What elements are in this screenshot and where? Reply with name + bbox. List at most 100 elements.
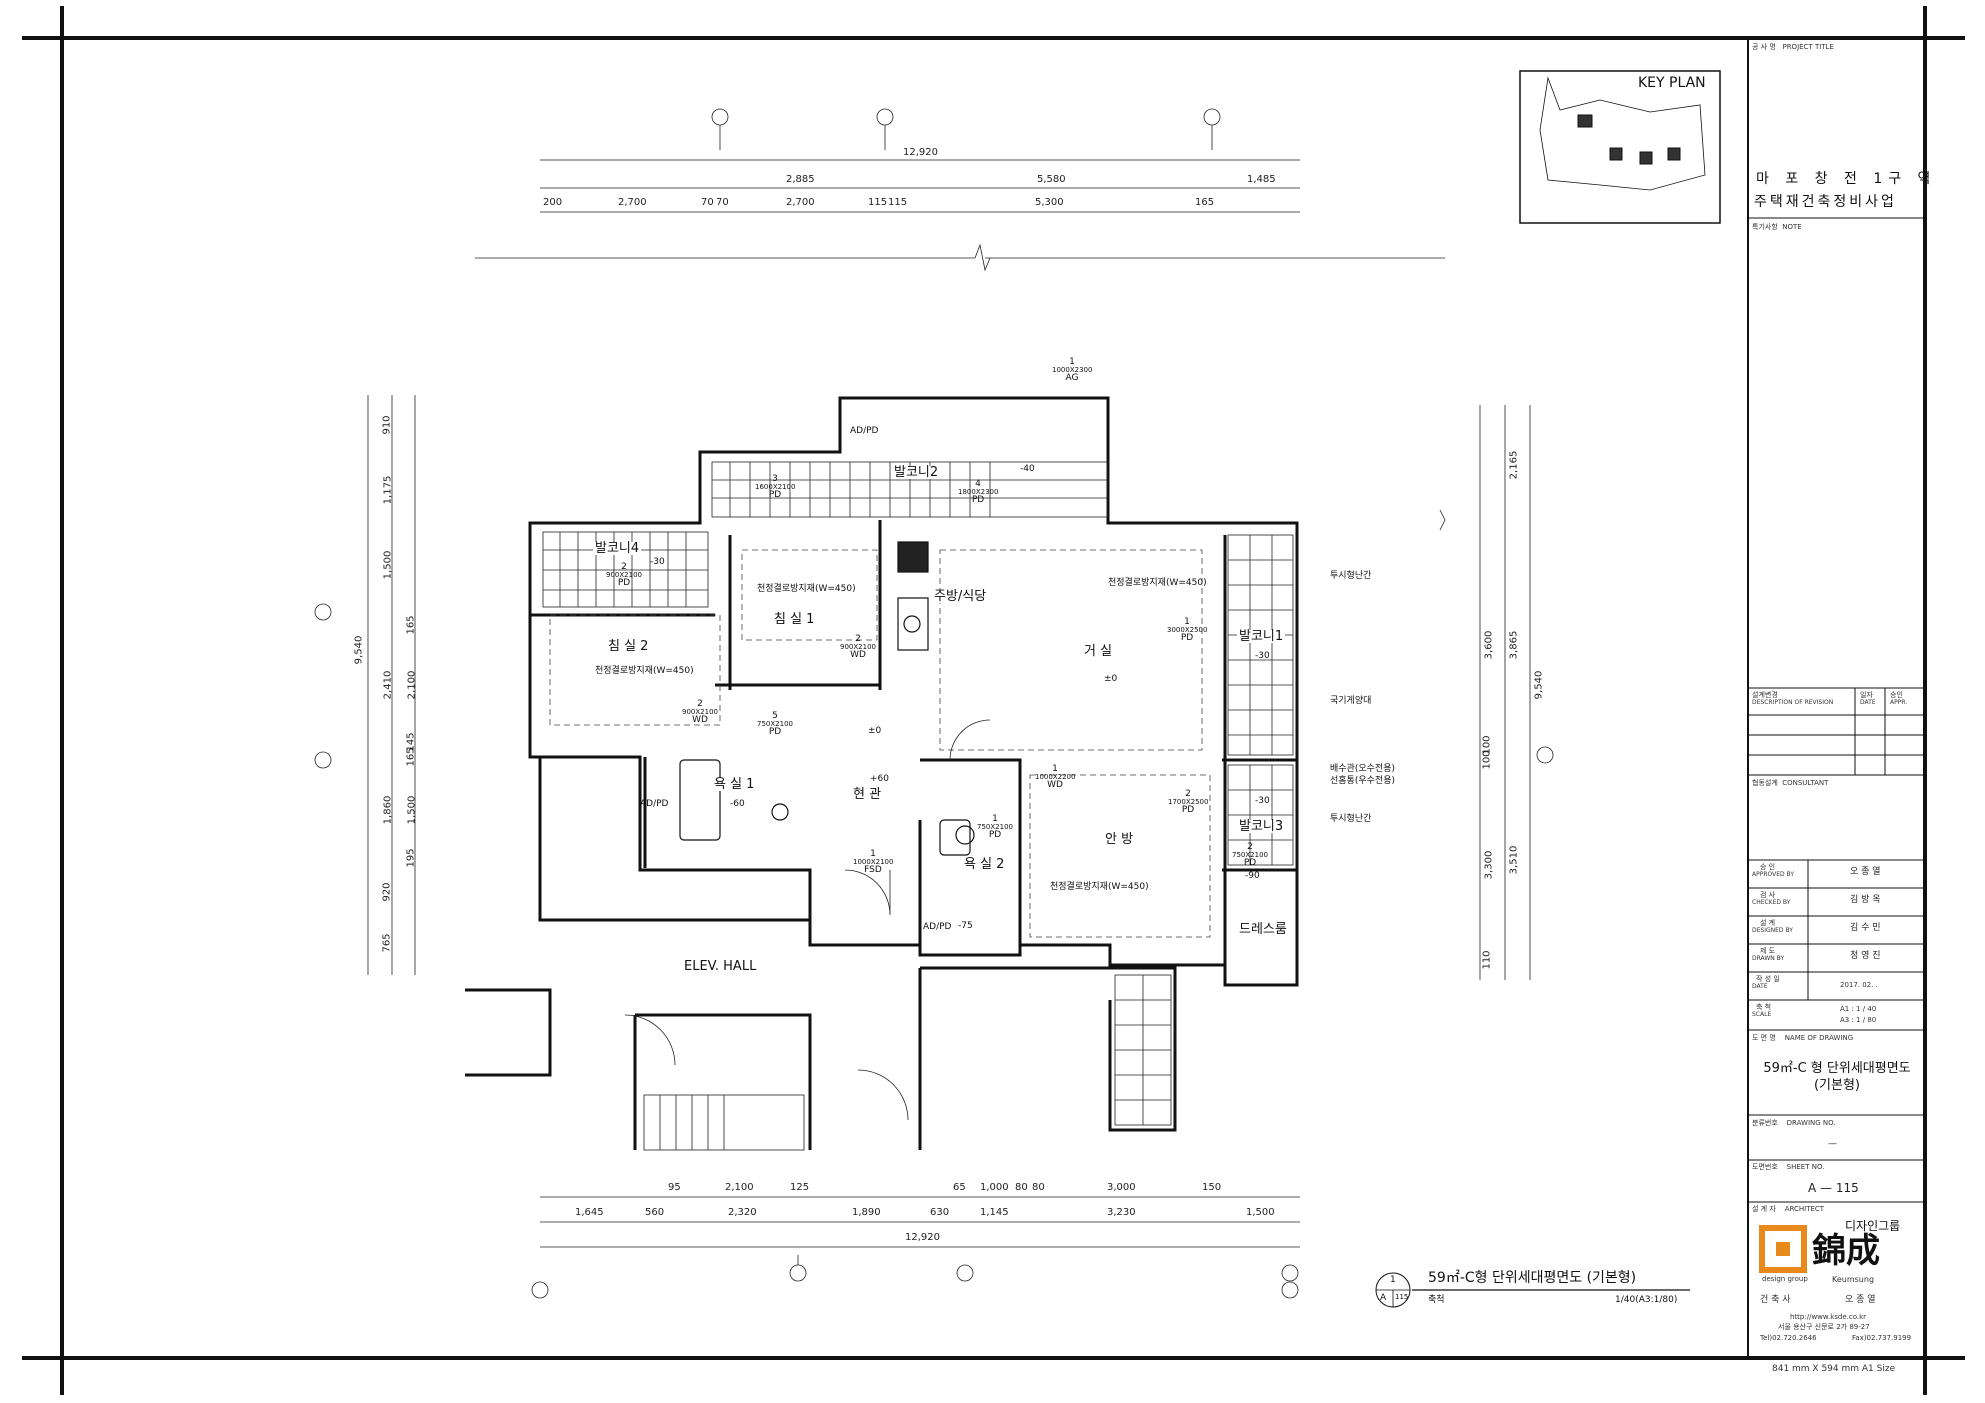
door-tag-size: 750X2100 xyxy=(1232,851,1268,859)
drawing-title-scale-label: 축척 xyxy=(1428,1295,1445,1305)
door-tag-type: PD xyxy=(988,830,1002,840)
dim-right-inner-5: 110 xyxy=(1481,950,1493,970)
door-tag-num: 3 xyxy=(772,474,778,484)
tb-dwgno-en: DRAWING NO. xyxy=(1786,1119,1836,1127)
dim-bot-mid-7: 3,230 xyxy=(1107,1207,1136,1218)
tb-checked-kr: 검 사 xyxy=(1760,891,1776,899)
tb-consult-label: 협동설계 CONSULTANT xyxy=(1752,780,1828,787)
door-tag-bal2-2: 4 1800X2300 PD xyxy=(958,480,998,505)
title-block-grid xyxy=(1748,217,1925,1203)
tb-date2-value: 2017. 02. . xyxy=(1840,981,1878,989)
tb-dwgname-line1: 59㎡-C 형 단위세대평면도 xyxy=(1763,1061,1911,1076)
dim-left-outer-4: 2,410 xyxy=(382,670,394,700)
note-minus90: -90 xyxy=(1245,871,1260,881)
tb-project-label-en: PROJECT TITLE xyxy=(1782,43,1834,51)
dim-left-inner-1: 165 xyxy=(405,615,417,635)
tb-date2-kr: 작 성 일 xyxy=(1756,975,1780,983)
tile-grid-balcony1 xyxy=(1227,534,1294,756)
dim-left-total: 9,540 xyxy=(353,635,365,665)
unit-walls xyxy=(528,396,1299,987)
tb-date-label-kr: 일자 xyxy=(1860,691,1873,699)
room-balcony2: 발코니2 xyxy=(892,465,941,480)
door-tag-num: 2 xyxy=(1185,789,1191,799)
tb-sheet-label: 도면번호 SHEET NO. xyxy=(1752,1164,1824,1171)
logo-mark xyxy=(1759,1225,1807,1273)
tb-scale-a1: A1 : 1 / 40 xyxy=(1840,1005,1877,1013)
door-tag-type: PD xyxy=(1181,805,1195,815)
note-level-living: ±0 xyxy=(1104,674,1118,684)
note-minus30-bal1: -30 xyxy=(1255,651,1270,661)
tb-dwgname-kr: 도 면 명 xyxy=(1752,1034,1776,1042)
tb-scale-en: SCALE xyxy=(1752,1011,1772,1018)
tb-note-label: 특기사항 NOTE xyxy=(1752,224,1802,231)
tb-designed-name: 김 수 민 xyxy=(1850,923,1881,933)
key-plan-title: KEY PLAN xyxy=(1638,75,1706,91)
door-tag-size: 1000X2300 xyxy=(1052,366,1093,374)
tb-address: 서울 용산구 신문로 2가 89-27 xyxy=(1778,1323,1870,1331)
grid-bubbles xyxy=(314,108,1554,1299)
room-bedroom2: 침 실 2 xyxy=(606,639,651,654)
dim-top-fine-7: 115 xyxy=(888,197,908,208)
dim-top-fine-4: 70 xyxy=(716,197,729,208)
door-tag-size: 1000X2200 xyxy=(1035,773,1076,781)
dim-bot-mid-2: 560 xyxy=(645,1207,665,1218)
door-tag-num: 2 xyxy=(1247,842,1253,852)
tb-sheet-value: A — 115 xyxy=(1808,1181,1859,1195)
key-plan xyxy=(1519,70,1721,224)
dim-bot-fine-1: 95 xyxy=(668,1182,681,1193)
tb-date2-en: DATE xyxy=(1752,983,1768,990)
tb-logo-en2: Keumsung xyxy=(1832,1275,1875,1284)
note-minus60: -60 xyxy=(730,799,745,809)
door-tag-size: 900X2100 xyxy=(682,708,718,716)
door-tag-bed1: 2 900X2100 WD xyxy=(838,635,878,660)
door-tag-num: 4 xyxy=(975,479,981,489)
tb-approved-en: APPROVED BY xyxy=(1752,871,1795,878)
tile-grid-balcony4 xyxy=(542,531,709,608)
room-balcony4: 발코니4 xyxy=(593,541,642,556)
door-tag-bal3: 2 750X2100 PD xyxy=(1230,843,1270,868)
note-gutter-pipe: 선홈통(우수전용) xyxy=(1330,776,1395,786)
door-tag-type: PD xyxy=(768,727,782,737)
adjacent-unit-walls xyxy=(465,966,1177,1150)
door-tag-bal2-1: 3 1600X2100 PD xyxy=(755,475,795,500)
dimension-lines-left xyxy=(367,395,416,975)
dim-bot-fine-4: 65 xyxy=(953,1182,966,1193)
note-anti-condensation-bed2: 천정결로방지재(W=450) xyxy=(595,666,694,676)
dim-left-outer-3: 1,500 xyxy=(382,550,394,580)
fixtures xyxy=(679,541,975,856)
dim-bot-fine-2: 2,100 xyxy=(725,1182,754,1193)
dim-left-outer-1: 910 xyxy=(381,415,393,435)
dim-right-inner-1: 3,600 xyxy=(1483,630,1495,660)
ceiling-lines xyxy=(549,549,1211,938)
note-transparent-rail-1: 투시형난간 xyxy=(1330,571,1372,581)
room-bath1: 욕 실 1 xyxy=(712,777,757,792)
door-tag-size: 1000X2100 xyxy=(853,858,894,866)
tb-logo-group: 디자인그룹 xyxy=(1845,1219,1901,1233)
room-bedroom1: 침 실 1 xyxy=(772,612,817,627)
tb-dwgno-kr: 분류번호 xyxy=(1752,1119,1778,1127)
tb-project-label: 공 사 명 PROJECT TITLE xyxy=(1752,44,1834,51)
dim-top-fine-2: 2,700 xyxy=(618,197,647,208)
tb-drawn-kr: 제 도 xyxy=(1760,947,1776,955)
door-tag-size: 900X2100 xyxy=(606,571,642,579)
dim-bot-total: 12,920 xyxy=(905,1232,940,1243)
dim-top-fine-3: 70 xyxy=(701,197,714,208)
note-anti-condensation-master: 천정결로방지재(W=450) xyxy=(1050,882,1149,892)
door-tag-bal4: 2 900X2100 PD xyxy=(604,563,644,588)
door-tag-type: FSD xyxy=(864,865,882,875)
door-tag-size: 1800X2300 xyxy=(958,488,999,496)
door-tag-type: PD xyxy=(617,578,631,588)
note-plus60: +60 xyxy=(870,774,889,784)
tb-architect-label: 설 계 자 ARCHITECT xyxy=(1752,1206,1824,1213)
door-tag-size: 1700X2500 xyxy=(1168,798,1209,806)
tb-date-label-en: DATE xyxy=(1860,699,1876,706)
tb-architect-kr: 설 계 자 xyxy=(1752,1205,1776,1213)
note-ad-pd-2: AD/PD xyxy=(640,799,669,809)
dim-right-outer-2: 3,865 xyxy=(1508,630,1520,660)
dim-left-inner-5: 1,500 xyxy=(406,795,418,825)
tb-sheet-en: SHEET NO. xyxy=(1786,1163,1825,1171)
tb-drawn-en: DRAWN BY xyxy=(1752,955,1785,962)
dim-left-outer-6: 920 xyxy=(381,882,393,902)
tb-consult-label-kr: 협동설계 xyxy=(1752,779,1778,787)
